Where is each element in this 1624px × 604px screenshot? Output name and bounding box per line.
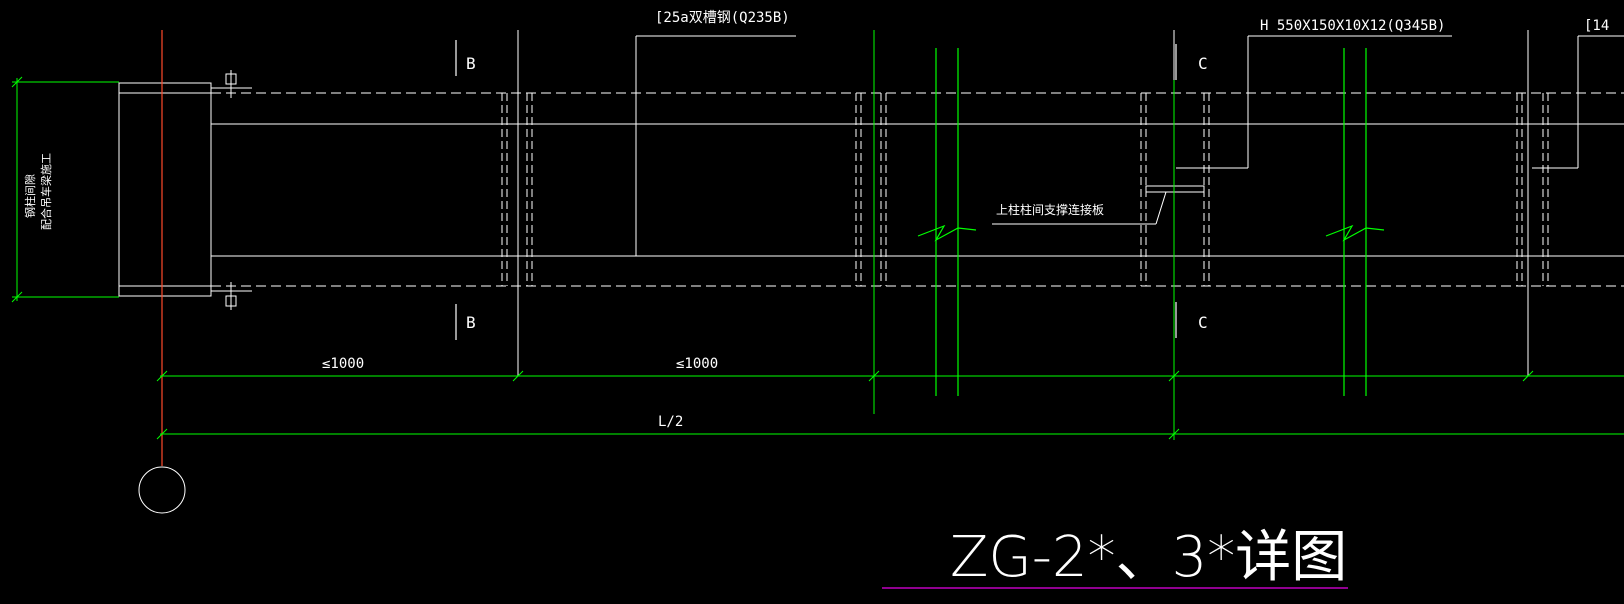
extension-lines bbox=[873, 30, 1175, 440]
section-c-top: C bbox=[1198, 54, 1208, 73]
stiffener-3 bbox=[1140, 93, 1210, 286]
beam-outline bbox=[210, 92, 1624, 287]
section-b-top: B bbox=[466, 54, 476, 73]
vertical-dimension bbox=[11, 76, 119, 303]
drawing-title: ZG-2*、3*详图 bbox=[950, 525, 1347, 590]
leader-right-cut bbox=[1532, 35, 1624, 169]
stiffener-2 bbox=[855, 93, 887, 286]
stiffener-4 bbox=[1516, 93, 1549, 286]
brace-plate-label: 上柱柱间支撑连接板 bbox=[996, 202, 1104, 217]
section-c-bottom: C bbox=[1198, 313, 1208, 332]
break-line-1 bbox=[917, 48, 977, 396]
dimension-chain bbox=[156, 370, 1624, 440]
h-beam-spec-label: H 550X150X10X12(Q345B) bbox=[1260, 18, 1445, 34]
stiffener-1 bbox=[501, 93, 533, 286]
right-cut-spec-label: [14 bbox=[1584, 18, 1609, 34]
white-extension-lines bbox=[517, 30, 1529, 376]
end-plate bbox=[118, 82, 212, 297]
brace-connection-plate bbox=[1145, 185, 1205, 193]
leader-brace-plate bbox=[992, 191, 1167, 225]
channel-spec-label: [25a双槽钢(Q235B) bbox=[655, 10, 790, 26]
vertical-note-2: 配合吊车梁施工 bbox=[39, 153, 53, 230]
leader-channel bbox=[635, 35, 796, 256]
leader-h-beam bbox=[1176, 35, 1452, 169]
grid-bubble bbox=[138, 466, 186, 514]
dimension-label-1: ≤1000 bbox=[322, 356, 364, 372]
section-b-bottom: B bbox=[466, 313, 476, 332]
section-marks bbox=[455, 40, 1177, 340]
dimension-label-half-span: L/2 bbox=[658, 414, 683, 430]
vertical-note-1: 钢柱间隙 bbox=[23, 174, 37, 218]
break-line-2 bbox=[1325, 48, 1385, 396]
bolt-bottom bbox=[211, 282, 252, 310]
bolt-top bbox=[211, 70, 252, 98]
dimension-label-2: ≤1000 bbox=[676, 356, 718, 372]
